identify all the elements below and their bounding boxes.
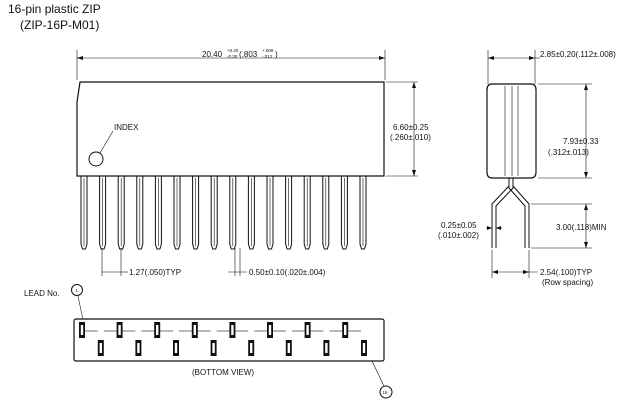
bottom-lead-pad <box>79 322 98 338</box>
front-lead <box>154 176 162 250</box>
title-line-2: (ZIP-16P-M01) <box>20 18 99 32</box>
bottom-leads <box>79 322 367 356</box>
lead-1-leader <box>77 295 84 321</box>
bottom-lead-pad <box>323 330 343 356</box>
front-lead <box>359 176 367 250</box>
title-line-1: 16-pin plastic ZIP <box>8 2 101 16</box>
front-lead <box>247 176 255 250</box>
front-view: 20.40 +0.20 -0.30 (.803 +.008 -.012 ) IN… <box>76 48 431 277</box>
side-lead-right-outer <box>512 178 530 248</box>
bottom-lead-pad <box>361 340 367 356</box>
front-lead <box>173 176 181 250</box>
front-lead <box>266 176 274 250</box>
length-inch-tol-minus: -.012 <box>262 54 273 59</box>
lead-16-leader <box>371 360 385 387</box>
lead-1-number: 1 <box>76 288 79 293</box>
front-lead <box>303 176 311 250</box>
lead-16-number: 16 <box>383 390 389 395</box>
row-spacing-label: 2.54(.100)TYP <box>540 268 592 277</box>
front-lead <box>136 176 144 250</box>
thickness-label: 2.85±0.20(.112±.008) <box>540 50 616 59</box>
height-arrow-top <box>412 82 416 88</box>
lead-thick-arrow-left <box>487 226 492 230</box>
lead-thick-in-label: (.010±.002) <box>438 231 479 240</box>
row-spacing-arrow-right <box>523 270 529 274</box>
bottom-lead-pad <box>267 322 286 338</box>
bottom-lead-pad <box>154 322 173 338</box>
front-lead <box>99 176 107 250</box>
lead-length-label: 3.00(.118)MIN <box>556 223 607 232</box>
front-lead <box>322 176 330 250</box>
front-lead <box>80 176 88 250</box>
body-height-in-label: (.312±.013) <box>548 148 589 157</box>
side-lead-left-outer <box>491 178 510 248</box>
front-lead <box>210 176 218 250</box>
height-arrow-bottom <box>412 170 416 176</box>
height-in-label: (.260±.010) <box>390 133 431 142</box>
front-lead <box>340 176 348 250</box>
front-leads <box>80 176 367 250</box>
body-height-arrow-top <box>584 84 588 90</box>
lead-16-marker <box>379 385 393 399</box>
index-label: INDEX <box>114 123 139 132</box>
front-lead <box>117 176 125 250</box>
index-mark <box>88 151 104 167</box>
bottom-lead-pad <box>116 322 136 338</box>
bottom-lead-pad <box>135 330 155 356</box>
lead-1-marker <box>71 284 83 296</box>
index-leader <box>99 130 114 154</box>
bottom-lead-pad <box>342 322 361 338</box>
length-tol-plus: +0.20 <box>227 48 239 53</box>
lead-thick-mm-label: 0.25±0.05 <box>441 221 477 230</box>
front-lead <box>285 176 293 250</box>
body-height-mm-label: 7.93±0.33 <box>563 137 599 146</box>
front-lead <box>192 176 200 250</box>
length-inch-close: ) <box>275 50 278 59</box>
lead-width-label: 0.50±0.10(.020±.004) <box>249 268 326 277</box>
row-spacing-note: (Row spacing) <box>542 278 593 287</box>
lead-no-label: LEAD No. <box>24 289 60 298</box>
side-lead-right-inner <box>508 178 526 248</box>
bottom-lead-pad <box>173 330 192 356</box>
length-tol-minus: -0.30 <box>227 54 238 59</box>
side-view: 2.85±0.20(.112±.008) 7.93±0.33 (.312±.01… <box>438 50 616 287</box>
length-label: 20.40 <box>202 50 223 59</box>
bottom-lead-pad <box>97 330 117 356</box>
bottom-lead-pad <box>229 322 249 338</box>
bottom-lead-pad <box>285 330 305 356</box>
thickness-arrow-right <box>529 56 535 60</box>
thickness-arrow-left <box>488 56 494 60</box>
side-lead-left-inner <box>495 178 514 248</box>
lead-length-arrow-top <box>584 204 588 210</box>
bottom-view: LEAD No. 1 16 (BOTTOM VIEW) <box>24 284 393 399</box>
side-body <box>486 83 537 179</box>
height-mm-label: 6.60±0.25 <box>393 123 429 132</box>
length-inch-tol-plus: +.008 <box>262 48 274 53</box>
lead-length-arrow-bottom <box>584 242 588 248</box>
length-arrow-left <box>77 56 83 60</box>
package-body <box>76 81 385 177</box>
bottom-lead-pad <box>248 330 267 356</box>
row-spacing-arrow-left <box>492 270 498 274</box>
length-inch-open: (.803 <box>239 50 258 59</box>
pitch-label: 1.27(.050)TYP <box>129 268 181 277</box>
bottom-view-caption: (BOTTOM VIEW) <box>192 368 254 377</box>
bottom-lead-pad <box>191 322 211 338</box>
lead-thick-arrow-right <box>496 226 501 230</box>
length-arrow-right <box>379 56 385 60</box>
bottom-lead-pad <box>210 330 230 356</box>
bottom-lead-pad <box>304 322 324 338</box>
front-lead <box>229 176 237 250</box>
body-height-arrow-bottom <box>584 172 588 178</box>
